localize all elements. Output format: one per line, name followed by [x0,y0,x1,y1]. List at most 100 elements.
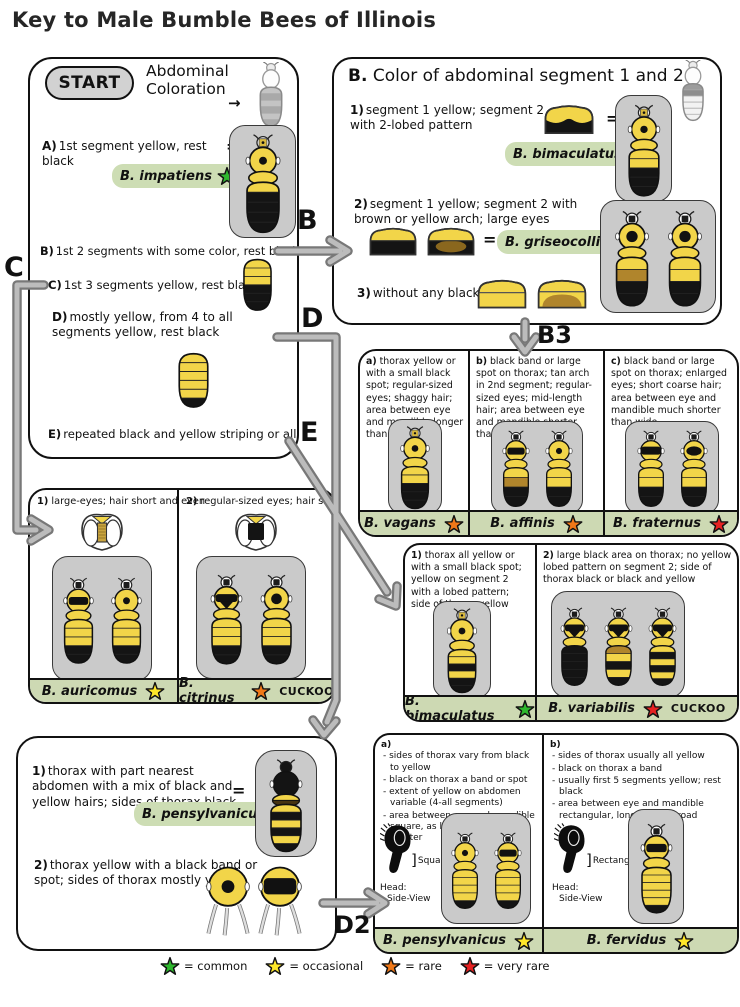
bee-front-view-illustration [642,600,683,694]
c-results-box: 1) large-eyes; hair short and even B. au… [28,488,336,704]
box-b-title: B. Color of abdominal segment 1 and 2 [348,66,684,86]
species-bar-fervidus: B. fervidus [544,927,737,952]
bee-front-view-illustration [554,600,595,694]
panel-1-key: 1) [37,496,49,507]
rarity-star-icon [514,931,534,951]
option-d1-text: thorax with part nearest abdomen with a … [32,764,237,809]
bee-front-view-illustration [631,428,671,510]
legend-item-occasional: = occasional [265,956,363,976]
option-d2-text: thorax yellow with a black band or spot;… [34,858,258,888]
bee-front-view-illustration [438,608,486,694]
bracket-glyph: ] [411,851,417,869]
option-b1-text: segment 1 yellow; segment 2 with 2-lobed… [350,103,544,133]
bee-front-view-illustration [496,428,536,510]
head-shape-label: ]Square [411,851,450,869]
option-d1-key: 1) [32,764,46,778]
panel-1-text: 1) large-eyes; hair short and even [37,496,205,507]
panel-1-desc: large-eyes; hair short and even [51,496,206,507]
option-c: C)1st 3 segments yellow, rest black [48,278,258,293]
option-e-text: repeated black and yellow striping or al… [63,427,297,441]
bee-front-view-illustration [620,104,668,198]
head-shape-text: Rectangular [592,856,648,866]
thorax-top-spot-illustration [205,862,251,942]
right-arrow-icon: → [228,94,241,112]
page-title: Key to Male Bumble Bees of Illinois [12,8,437,32]
species-name: B. bimaculatus [405,693,495,722]
start-label: START [45,66,134,100]
bee-front-view-illustration [633,818,680,920]
bee-front-view-illustration [104,565,149,677]
equals-sign: = [232,781,246,800]
species-label-impatiens: B. impatiens [112,164,245,188]
bee-front-view-illustration [203,565,250,675]
bee-panel [491,421,583,514]
green-star-icon [160,956,180,976]
head-caption-line2: Side-View [559,893,603,904]
grayscale-bee-side-view-illustration [674,60,712,124]
bee-front-view-illustration [607,209,657,309]
panel-citrinus: 2) regular-sized eyes; hair shaggier B. … [177,490,334,702]
thorax-top-band-illustration [257,862,303,942]
option-a-text: 1st segment yellow, rest black [42,139,207,169]
connector-label-b3: B3 [537,321,572,349]
bee-side-view-illustration [261,759,311,853]
panel-fervidus: b) - sides of thorax usually all yellow … [542,735,737,952]
option-b3: 3)without any black [357,286,480,301]
legend-label: = common [184,959,248,973]
option-c-key: C) [48,278,62,292]
cuckoo-label: CUCKOO [279,684,334,698]
bee-panel [628,809,684,924]
panel-variabilis: 2) large black area on thorax; no yellow… [535,545,737,720]
equals-sign: = [483,230,497,249]
panel-pensylvanicus: a) - sides of thorax vary from black to … [375,735,542,952]
legend-label: = rare [405,959,442,973]
species-name: B. bimaculatus [513,146,622,162]
bee-panel [551,591,685,698]
rarity-star-icon [674,931,694,951]
connector-label-c: C [4,252,24,283]
box-b-title-text: Color of abdominal segment 1 and 2 [372,66,684,86]
bee-panel [255,750,317,857]
segment-all-yellow-illustration [474,278,530,311]
connector-label-b: B [297,205,318,236]
panel-c-key: c) [611,356,621,367]
rarity-legend: = common = occasional = rare = very rare [160,956,549,976]
bee-panel [388,419,442,514]
species-bar-citrinus: B. citrinus CUCKOO [179,676,334,702]
bee-panel [433,601,491,698]
bullet: - usually first 5 segments yellow; rest … [552,775,721,797]
legend-item-very-rare: = very rare [460,956,549,976]
bee-front-view-illustration [445,822,485,920]
option-b1: 1)segment 1 yellow; segment 2 with 2-lob… [350,103,550,134]
bee-panel [52,556,152,681]
panel-b-text: b) - sides of thorax usually all yellow … [550,740,735,823]
head-caption-line1: Head: [552,883,579,893]
bullet: - area between eye and mandible rectangu… [552,799,704,821]
abdomen-three-yellow-illustration [235,256,280,313]
head-side-view-illustration [380,823,414,883]
panel-1-key: 1) [411,550,422,561]
bee-panel [441,813,531,924]
bee-panel [600,200,716,313]
panel-c-desc: black band or large spot on thorax; enla… [611,356,727,429]
species-name: B. vagans [364,516,436,531]
connector-label-d: D [301,303,324,334]
panel-auricomus: 1) large-eyes; hair short and even B. au… [30,490,205,702]
legend-item-common: = common [160,956,247,976]
connector-label-d2: D2 [334,911,371,939]
box-b-key: B. [348,66,368,86]
orange-star-icon [381,956,401,976]
panel-fraternus: c) black band or large spot on thorax; e… [603,351,737,535]
option-d-text: mostly yellow, from 4 to all segments ye… [52,310,233,340]
head-caption-line1: Head: [380,883,407,893]
bee-panel [625,421,719,514]
bee-face-illustration [80,512,124,552]
species-bar-pensylvanicus: B. pensylvanicus [375,927,542,952]
option-b-key: B) [40,245,54,258]
segment-color-box: B. Color of abdominal segment 1 and 2 → … [332,57,722,325]
bee-front-view-illustration [235,134,291,234]
head-caption: Head: Side-View [552,883,603,905]
species-name: B. affinis [490,516,555,531]
bee-front-view-illustration [253,565,300,675]
